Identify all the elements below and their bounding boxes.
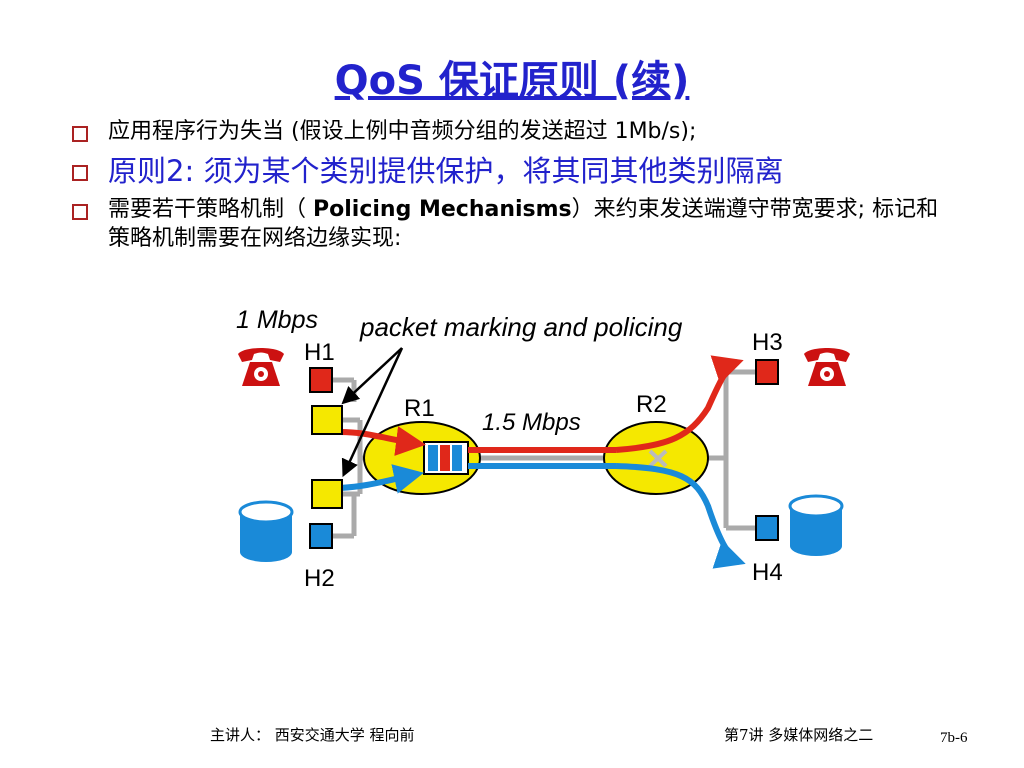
bullet-1: 应用程序行为失当 (假设上例中音频分组的发送超过 1Mb/s); <box>72 118 952 147</box>
queue-icon <box>423 441 469 475</box>
label-r2: R2 <box>636 391 667 418</box>
phone-icon <box>804 348 850 386</box>
policer-1 <box>311 405 343 435</box>
host-h1 <box>309 367 333 393</box>
footer-presenter: 主讲人： 西安交通大学 程向前 <box>210 726 415 744</box>
policer-2 <box>311 479 343 509</box>
blue-flow-in <box>339 464 424 494</box>
router-cross-icon <box>648 449 668 468</box>
footer-lecture: 第7讲 多媒体网络之二 <box>724 726 874 744</box>
red-flow-in <box>339 426 426 456</box>
storage-cylinder-icon <box>238 500 294 562</box>
bullet-1-text-b: 假设上例中音频分组的发送超过 1Mb/s); <box>299 119 697 144</box>
red-flow-out <box>615 355 744 453</box>
phone-icon <box>238 348 284 386</box>
bullet-3: 需要若干策略机制（ Policing Mechanisms）来约束发送端遵守带宽… <box>72 196 952 253</box>
network-diagram: 1 Mbps packet marking and policing H1 H2… <box>236 306 850 592</box>
bullet-1-text-a: 应用程序行为失当 ( <box>108 119 300 144</box>
bullet-box-icon <box>72 164 88 181</box>
host-h2 <box>309 523 333 549</box>
blue-flow-out <box>615 463 746 569</box>
label-r1: R1 <box>404 395 435 422</box>
bullet-box-icon <box>72 204 88 221</box>
bullet-2-text-a: 原则2: <box>108 153 204 188</box>
label-h4: H4 <box>752 559 783 586</box>
label-h2: H2 <box>304 565 335 592</box>
host-h3 <box>755 359 779 385</box>
bullet-list: 应用程序行为失当 (假设上例中音频分组的发送超过 1Mb/s); 原则2: 须为… <box>72 118 952 259</box>
bullet-3-text-en: Policing Mechanisms <box>313 197 572 223</box>
label-h1: H1 <box>304 339 335 366</box>
label-link-rate: 1.5 Mbps <box>482 409 581 436</box>
host-h4 <box>755 515 779 541</box>
bullet-2-text-b: 须为某个类别提供保护，将其同其他类别隔离 <box>203 153 784 188</box>
bullet-2: 原则2: 须为某个类别提供保护，将其同其他类别隔离 <box>72 153 952 191</box>
pointer-arrows <box>341 347 404 478</box>
page-number: 7b-6 <box>940 730 968 746</box>
label-h3: H3 <box>752 329 783 356</box>
storage-cylinder-icon <box>788 494 844 556</box>
bullet-3-text-b: ）来约束发送端遵守带宽要求; 标记和策略机制需要在网络边缘实现: <box>108 197 939 251</box>
slide-title: QoS 保证原则 (续) <box>334 58 690 104</box>
bullet-3-text-a: 需要若干策略机制（ <box>108 197 313 223</box>
label-policing: packet marking and policing <box>359 312 683 342</box>
bullet-box-icon <box>72 126 88 142</box>
label-1mbps: 1 Mbps <box>236 306 318 334</box>
